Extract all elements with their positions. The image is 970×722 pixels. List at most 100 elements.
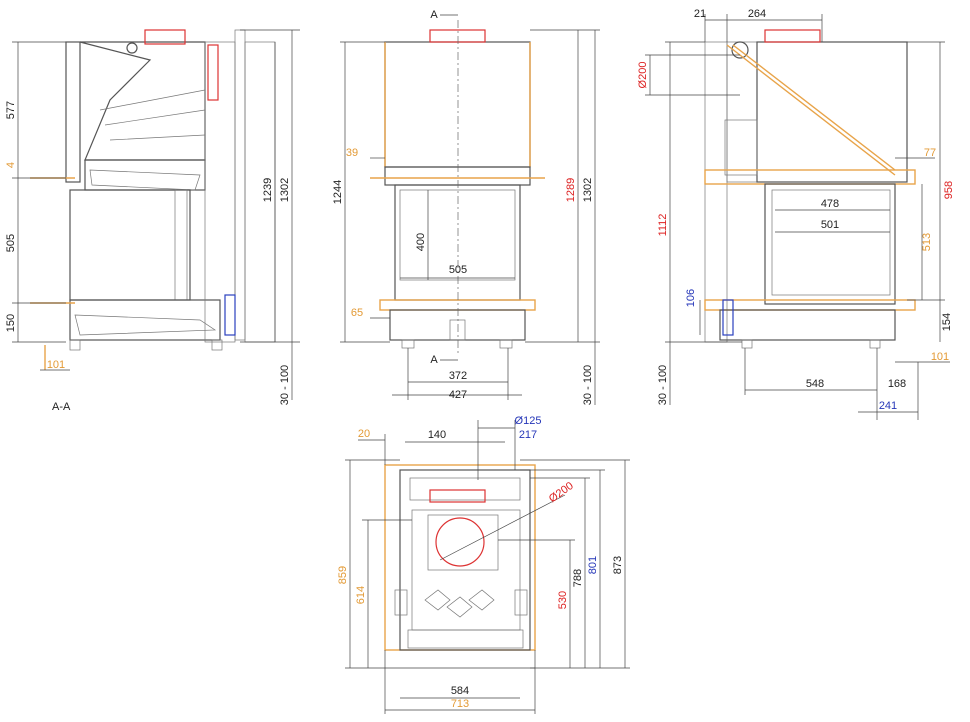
section-glass (174, 189, 188, 301)
top-dim-dia-125: Ø125 (515, 415, 542, 427)
side-dim-154: 154 (941, 313, 953, 331)
front-upper-hood (384, 41, 531, 168)
front-foot-left (401, 339, 415, 349)
front-dim-65: 65 (351, 307, 363, 319)
side-dim-30-100: 30 - 100 (657, 365, 669, 405)
section-caption: A-A (52, 401, 71, 413)
side-dim-958: 958 (943, 181, 955, 199)
section-dim-lines (12, 29, 300, 400)
section-dim-1302: 1302 (279, 178, 291, 202)
side-flue-circle (731, 41, 749, 59)
side-damper-box (724, 119, 758, 176)
top-dim-801: 801 (587, 556, 599, 574)
side-floor-plate (704, 299, 916, 311)
side-foot-right (869, 339, 881, 349)
top-dim-dia-200: Ø200 (547, 480, 576, 505)
side-chimney-collar (726, 41, 758, 183)
section-door-frame (204, 41, 236, 343)
top-vent-diamonds (424, 589, 495, 618)
front-dim-1302: 1302 (582, 178, 594, 202)
side-dim-101: 101 (931, 351, 949, 363)
section-foot-left (69, 339, 81, 351)
section-dim-4: 4 (5, 162, 17, 168)
section-air-intake (224, 294, 236, 336)
front-dim-1244: 1244 (332, 180, 344, 204)
section-door (234, 29, 246, 341)
section-dim-1239: 1239 (262, 178, 274, 202)
top-dim-873: 873 (612, 556, 624, 574)
section-baffles (99, 89, 206, 141)
front-glass (399, 189, 516, 281)
side-dim-264: 264 (748, 8, 766, 20)
section-dim-150: 150 (5, 314, 17, 332)
section-flue-outlet (144, 29, 186, 45)
side-dim-106: 106 (685, 289, 697, 307)
side-diagonal-brace-2 (732, 44, 896, 171)
side-dim-dia-200: Ø200 (637, 62, 649, 89)
front-dim-1289: 1289 (565, 178, 577, 202)
section-ash-tray (74, 314, 217, 336)
front-dim-505: 505 (449, 264, 467, 276)
front-dim-400: 400 (415, 233, 427, 251)
top-dim-859: 859 (337, 566, 349, 584)
top-dim-713: 713 (451, 698, 469, 710)
front-floor-plate (379, 299, 536, 311)
top-vent-left (394, 589, 408, 616)
side-flue-outlet (764, 29, 821, 43)
side-dim-77: 77 (924, 147, 936, 159)
section-foot-right (211, 339, 223, 351)
side-glass (771, 189, 891, 296)
section-dim-577: 577 (5, 101, 17, 119)
section-view: 577 4 505 150 101 1239 1302 30 - 100 A-A (5, 29, 300, 413)
top-dim-614: 614 (355, 586, 367, 604)
top-vent-right (514, 589, 528, 616)
side-dim-168: 168 (888, 378, 906, 390)
section-dim-101: 101 (47, 359, 65, 371)
side-dim-21: 21 (694, 8, 706, 20)
side-air-intake (722, 299, 734, 336)
section-dim-30-100: 30 - 100 (279, 365, 291, 405)
section-base (69, 299, 221, 341)
side-dim-241: 241 (879, 400, 897, 412)
side-dim-548: 548 (806, 378, 824, 390)
top-dim-217: 217 (519, 429, 537, 441)
side-rear-frame (704, 41, 728, 343)
section-deflector (89, 169, 201, 191)
front-base (389, 309, 526, 341)
top-view: 20 140 Ø125 217 Ø200 859 614 530 788 801… (337, 415, 630, 714)
side-upper-hood (756, 41, 908, 183)
top-outer-frame (384, 464, 536, 651)
top-body (399, 469, 531, 651)
front-view: A A 39 1244 400 505 65 1289 1302 30 - 10… (332, 9, 600, 405)
front-lintel (384, 166, 531, 186)
front-dim-30-100: 30 - 100 (582, 365, 594, 405)
front-firebox (394, 184, 521, 301)
top-dim-140: 140 (428, 429, 446, 441)
side-dim-501: 501 (821, 219, 839, 231)
front-air-control (449, 319, 466, 341)
top-flue-circle (435, 517, 485, 567)
top-dim-lines (345, 420, 630, 714)
front-dim-427: 427 (449, 389, 467, 401)
section-dim-505: 505 (5, 234, 17, 252)
side-dim-478: 478 (821, 198, 839, 210)
top-rear-box (409, 477, 521, 501)
front-foot-right (499, 339, 513, 349)
top-dim-584: 584 (451, 685, 469, 697)
front-dim-372: 372 (449, 370, 467, 382)
side-diagonal-brace (726, 44, 896, 176)
side-base (719, 309, 896, 341)
top-flue-frame (427, 514, 499, 571)
top-dim-530: 530 (557, 591, 569, 609)
front-section-mark-top: A (430, 9, 438, 21)
front-flue-outlet (429, 29, 486, 43)
side-dim-513: 513 (921, 233, 933, 251)
section-firebox (69, 189, 191, 301)
top-flue-rect (429, 489, 486, 503)
side-view: 21 264 Ø200 77 1112 958 478 501 513 106 … (637, 8, 955, 420)
side-foot-left (741, 339, 753, 349)
front-dim-lines (340, 29, 600, 405)
side-dim-1112: 1112 (657, 214, 669, 237)
section-handle-icon (126, 42, 138, 54)
